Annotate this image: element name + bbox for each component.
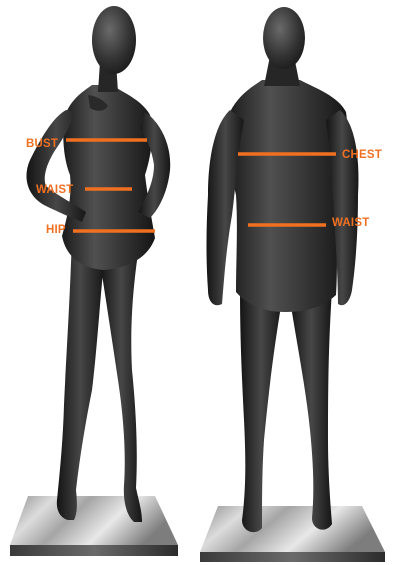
chest-label: CHEST bbox=[342, 149, 382, 161]
female-waist-label: WAIST bbox=[36, 184, 73, 196]
male-head bbox=[263, 7, 305, 69]
female-mannequin bbox=[10, 6, 178, 556]
male-waist-label: WAIST bbox=[332, 217, 369, 229]
female-right-leg bbox=[100, 240, 142, 522]
male-mannequin bbox=[200, 7, 385, 562]
bust-label: BUST bbox=[26, 138, 58, 150]
female-torso bbox=[62, 85, 155, 270]
male-left-leg bbox=[240, 290, 282, 532]
female-left-leg bbox=[57, 235, 104, 520]
female-base bbox=[10, 496, 178, 556]
male-torso bbox=[228, 80, 347, 312]
female-head bbox=[92, 6, 136, 74]
hip-label: HIP bbox=[46, 224, 66, 236]
male-base bbox=[200, 506, 385, 562]
male-right-leg bbox=[290, 290, 332, 530]
